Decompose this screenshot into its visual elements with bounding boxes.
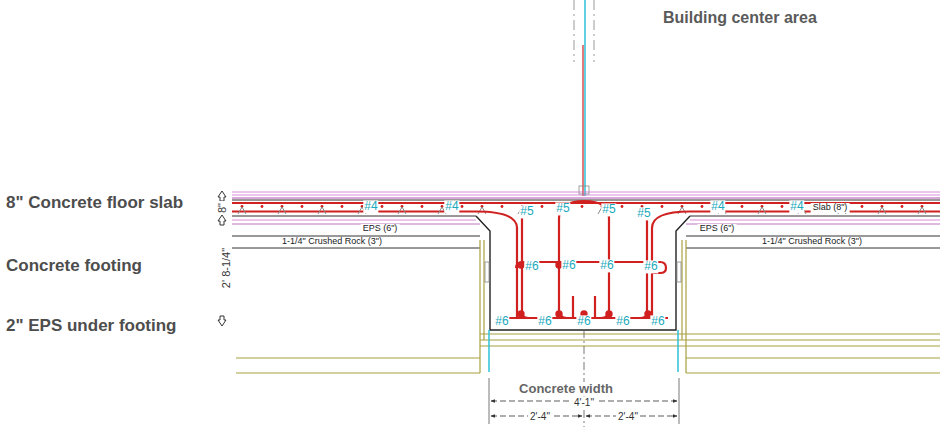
dimension-text: 2' 8-1/4" bbox=[220, 246, 232, 290]
rebar-callout: #4 bbox=[710, 200, 725, 213]
rebar-callout: #6 bbox=[650, 315, 665, 328]
dimension-text: 2'-4" bbox=[528, 411, 552, 422]
material-note: 1-1/4" Crushed Rock (3") bbox=[280, 237, 384, 247]
footing-outline bbox=[476, 216, 690, 372]
section-label: 2" EPS under footing bbox=[4, 317, 179, 336]
width-dimension bbox=[489, 330, 679, 427]
rebar-callout: #4 bbox=[444, 200, 459, 213]
rebar-callout: #6 bbox=[494, 315, 509, 328]
rebar-callout: #6 bbox=[537, 315, 552, 328]
rebar-callout: #6 bbox=[524, 260, 539, 273]
rebar-callout: #5 bbox=[636, 207, 651, 220]
footing-rebar bbox=[476, 201, 690, 318]
rebar-callout: #5 bbox=[601, 203, 616, 216]
dimension-text: 2'-4" bbox=[616, 411, 640, 422]
area-heading: Building center area bbox=[661, 9, 819, 27]
section-label: Concrete footing bbox=[4, 257, 144, 276]
eps-under-footing bbox=[236, 240, 940, 373]
floor-slab bbox=[232, 192, 940, 216]
rebar-callout: #6 bbox=[561, 259, 576, 272]
rebar-callout: #6 bbox=[615, 315, 630, 328]
material-note: EPS (6") bbox=[698, 224, 737, 234]
rebar-callout: #6 bbox=[643, 260, 658, 273]
dimension-caption: Concrete width bbox=[517, 382, 615, 396]
center-line bbox=[574, 0, 594, 196]
rebar-callout: #4 bbox=[363, 200, 378, 213]
rebar-callout: #6 bbox=[599, 259, 614, 272]
dimension-text: 8" bbox=[216, 201, 228, 215]
sub-base-layers bbox=[232, 220, 940, 248]
rebar-callout: #5 bbox=[555, 202, 570, 215]
rebar-callout: #6 bbox=[576, 315, 591, 328]
material-note: 1-1/4" Crushed Rock (3") bbox=[760, 237, 864, 247]
dimension-text: 4'-1" bbox=[572, 397, 596, 408]
material-note: Slab (8") bbox=[811, 203, 850, 213]
material-note: EPS (6") bbox=[361, 224, 400, 234]
rebar-callout: #4 bbox=[789, 200, 804, 213]
section-label: 8" Concrete floor slab bbox=[4, 194, 185, 213]
rebar-callout: #5 bbox=[519, 205, 534, 218]
